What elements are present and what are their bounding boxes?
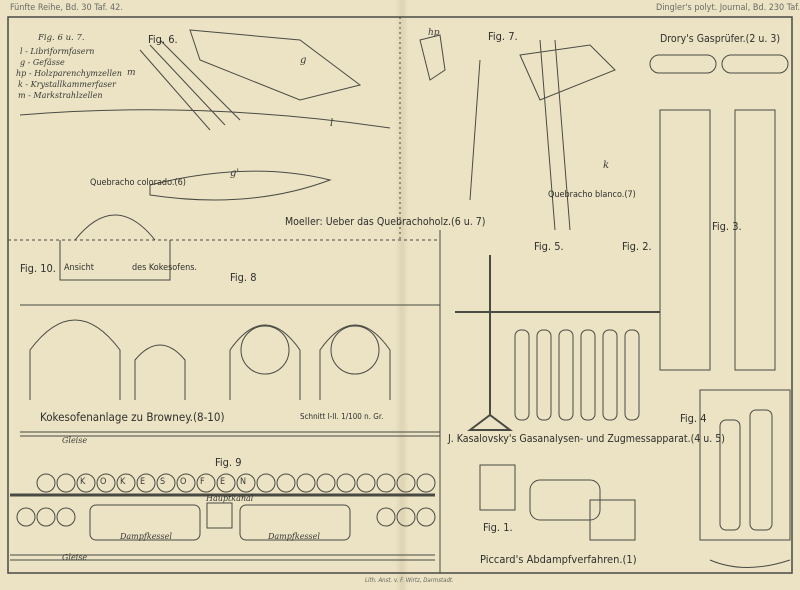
label-k: k: [603, 160, 610, 171]
vessel-g: [189, 29, 362, 101]
oven-circle: [176, 473, 196, 493]
caption-moeller: Moeller: Ueber das Quebrachoholz.(6 u. 7…: [285, 216, 486, 228]
oven-circle: [16, 507, 36, 527]
caption-browney: Kokesofenanlage zu Browney.(8-10): [40, 410, 225, 424]
caption-schnitt: Schnitt I-II. 1/100 n. Gr.: [300, 412, 384, 421]
oven-circle: [96, 473, 116, 493]
oven-elevation: [59, 214, 171, 281]
legend-item: l - Libriformfasern: [20, 47, 95, 56]
oven-circle: [316, 473, 336, 493]
oven-circle: [416, 473, 436, 493]
oven-circle: [56, 473, 76, 493]
legend-title: Fig. 6 u. 7.: [38, 33, 85, 43]
caption-ansicht: Ansicht: [64, 263, 94, 273]
legend-item: hp - Holzparenchymzellen: [16, 69, 122, 78]
label-dampfkessel: Dampfkessel: [268, 532, 320, 541]
oven-circle: [36, 507, 56, 527]
oven-circle: [396, 473, 416, 493]
fig6-label: Fig. 6.: [148, 33, 178, 46]
tube: [558, 329, 574, 421]
oven-circle: [276, 473, 296, 493]
oven-letter: K: [80, 477, 86, 487]
fig3-label: Fig. 3.: [712, 220, 742, 233]
oven-letter: O: [180, 477, 187, 487]
oven-letter: F: [200, 477, 205, 487]
label-l: l: [330, 118, 334, 129]
caption-piccard: Piccard's Abdampfverfahren.(1): [480, 553, 637, 566]
condenser: [479, 464, 516, 511]
legend-item: m - Markstrahlzellen: [18, 91, 103, 100]
fibres: [19, 39, 391, 201]
imprint: Lith. Anst. v. F. Wirtz, Darmstadt.: [365, 577, 454, 584]
tube: [514, 329, 530, 421]
oven-letter: E: [220, 477, 226, 487]
caption-kokesofens: des Kokesofens.: [132, 263, 198, 273]
legend-item: k - Krystallkammerfaser: [18, 80, 116, 89]
caption-drory: Drory's Gasprüfer.(2 u. 3): [660, 33, 781, 45]
label-gleise: Gleise: [62, 553, 88, 562]
oven-circle: [256, 473, 276, 493]
fig2-label: Fig. 2.: [622, 240, 652, 253]
fig8-label: Fig. 8: [230, 271, 257, 284]
label-dampfkessel: Dampfkessel: [120, 532, 172, 541]
oven-circle: [56, 507, 76, 527]
apparatus-4: [699, 389, 791, 568]
fig9-label: Fig. 9: [215, 456, 242, 469]
label-gleise: Gleise: [62, 436, 88, 445]
oven-circle: [236, 473, 256, 493]
oven-circle: [376, 473, 396, 493]
fig10-label: Fig. 10.: [20, 262, 56, 275]
tube: [580, 329, 596, 421]
oven-circle: [356, 473, 376, 493]
fig4-label: Fig. 4: [680, 412, 707, 425]
oven-circle: [396, 507, 416, 527]
oven-circle: [196, 473, 216, 493]
oven-letter: O: [100, 477, 107, 487]
fig1-label: Fig. 1.: [483, 521, 513, 534]
tube: [624, 329, 640, 421]
label-hp: hp: [428, 28, 440, 38]
legend-item: g - Gefässe: [20, 58, 65, 67]
oven-letter: E: [140, 477, 146, 487]
oven-circle: [296, 473, 316, 493]
oven-letter: N: [240, 477, 247, 487]
caption-kasalovsky: J. Kasalovsky's Gasanalysen- und Zugmess…: [448, 433, 725, 445]
page-crease: [395, 0, 409, 590]
oven-circle: [376, 507, 396, 527]
tube: [536, 329, 552, 421]
oven-circle: [76, 473, 96, 493]
label-g: g: [300, 55, 307, 66]
fibres-7: [419, 34, 616, 231]
label-hauptkanal: Hauptkanal: [206, 494, 254, 503]
caption-quebracho-colorado: Quebracho colorado.(6): [90, 178, 186, 188]
label-m: m: [127, 68, 136, 78]
tube: [602, 329, 618, 421]
oven-circle: [156, 473, 176, 493]
fig5-label: Fig. 5.: [534, 240, 564, 253]
oven-circle: [336, 473, 356, 493]
caption-quebracho-blanco: Quebracho blanco.(7): [548, 190, 636, 200]
header-left: Fünfte Reihe, Bd. 30 Taf. 42.: [10, 3, 123, 13]
section-arches: [20, 304, 440, 400]
fig7-label: Fig. 7.: [488, 30, 518, 43]
oven-circle: [136, 473, 156, 493]
oven-row: [16, 473, 436, 527]
oven-circle: [116, 473, 136, 493]
oven-circle: [216, 473, 236, 493]
cylinder: [659, 109, 711, 371]
absorption-tubes: [514, 329, 640, 421]
header-right: Dingler's polyt. Journal, Bd. 230 Taf. 4…: [656, 3, 800, 13]
oven-letter: K: [120, 477, 126, 487]
handle: [649, 54, 717, 74]
oven-circle: [416, 507, 436, 527]
oven-letter: S: [160, 477, 166, 487]
label-g-prime: g': [230, 168, 240, 179]
oven-circle: [36, 473, 56, 493]
